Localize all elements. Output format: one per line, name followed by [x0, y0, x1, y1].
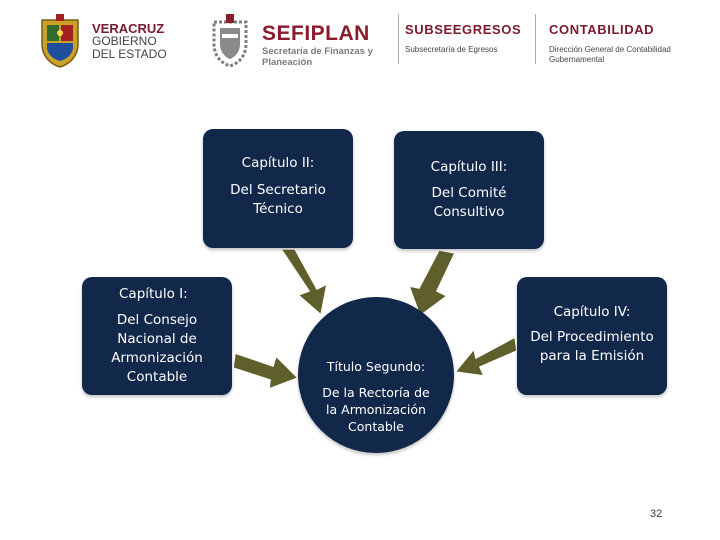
arrow-chapter-2 [279, 248, 329, 317]
chapter-3-heading: Capítulo III: [430, 159, 508, 175]
header-divider [398, 14, 399, 64]
chapter-3-body: Del Comité Consultivo [431, 185, 507, 220]
header: VERACRUZ GOBIERNO DEL ESTADO SEFIPLAN Se… [0, 0, 720, 80]
chapter-1-box: Capítulo I: Del Consejo Nacional de Armo… [82, 277, 232, 395]
chapter-1-heading: Capítulo I: [119, 286, 188, 302]
contabilidad-block: CONTABILIDAD Dirección General de Contab… [549, 22, 689, 65]
subsecretaria-subtitle: Subsecretaría de Egresos [405, 45, 498, 54]
chapter-4-body: Del Procedimiento para la Emisión [530, 329, 654, 364]
chapter-4-box: Capítulo IV: Del Procedimiento para la E… [517, 277, 667, 395]
sefiplan-subtitle: Secretaría de Finanzas y Planeación [262, 46, 373, 68]
arrow-chapter-3 [407, 249, 457, 318]
veracruz-logo: VERACRUZ GOBIERNO DEL ESTADO [38, 14, 168, 70]
chapter-1-body: Del Consejo Nacional de Armonización Con… [111, 312, 203, 385]
arrow-chapter-4 [453, 335, 518, 377]
subsecretaria-title: SUBSEEGRESOS [405, 22, 522, 37]
chapter-4-heading: Capítulo IV: [553, 304, 631, 320]
veracruz-title: VERACRUZ [92, 21, 165, 36]
veracruz-line2: GOBIERNO [92, 34, 157, 48]
sefiplan-logo: SEFIPLAN Secretaría de Finanzas y Planea… [208, 14, 388, 70]
arrow-chapter-1 [232, 351, 300, 391]
chapter-2-body: Del Secretario Técnico [230, 182, 326, 217]
contabilidad-title: CONTABILIDAD [549, 22, 655, 37]
subsecretaria-block: SUBSEEGRESOS Subsecretaría de Egresos [405, 22, 530, 55]
veracruz-coat-of-arms-icon [41, 14, 79, 68]
chapter-3-box: Capítulo III: Del Comité Consultivo [394, 131, 544, 249]
header-divider [535, 14, 536, 64]
center-heading: Título Segundo: [326, 359, 426, 374]
contabilidad-subtitle: Dirección General de Contabilidad Gubern… [549, 45, 671, 64]
sefiplan-shield-icon [212, 14, 248, 68]
center-circle: Título Segundo: De la Rectoría de la Arm… [298, 297, 454, 453]
sefiplan-name: SEFIPLAN [262, 22, 370, 45]
chapter-2-box: Capítulo II: Del Secretario Técnico [203, 129, 353, 248]
veracruz-line3: DEL ESTADO [92, 47, 167, 61]
chapter-2-heading: Capítulo II: [241, 155, 315, 171]
center-body: De la Rectoría de la Armonización Contab… [322, 385, 430, 434]
page-number: 32 [650, 508, 663, 520]
